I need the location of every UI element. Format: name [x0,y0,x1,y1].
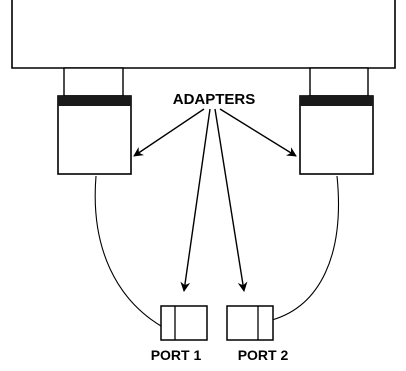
left-adapter-band [58,96,131,106]
left-adapter-body [57,95,132,175]
left-adapter-stem [63,67,124,97]
port-1-connector [160,305,208,341]
left-cable [94,175,162,327]
arrow-to-left-adapter [133,108,205,157]
port-2-connector [226,305,274,341]
right-adapter-body [299,95,374,175]
right-cable [271,175,339,321]
arrow-to-port-2 [214,108,248,292]
adapters-label: ADAPTERS [173,91,256,108]
arrow-to-port-1 [180,108,211,292]
chassis-outline [11,0,396,69]
right-adapter-stem [309,67,369,97]
right-adapter-band [300,96,373,106]
arrow-to-right-adapter [219,108,297,157]
port-1-label: PORT 1 [151,347,202,363]
port-2-label: PORT 2 [238,347,289,363]
